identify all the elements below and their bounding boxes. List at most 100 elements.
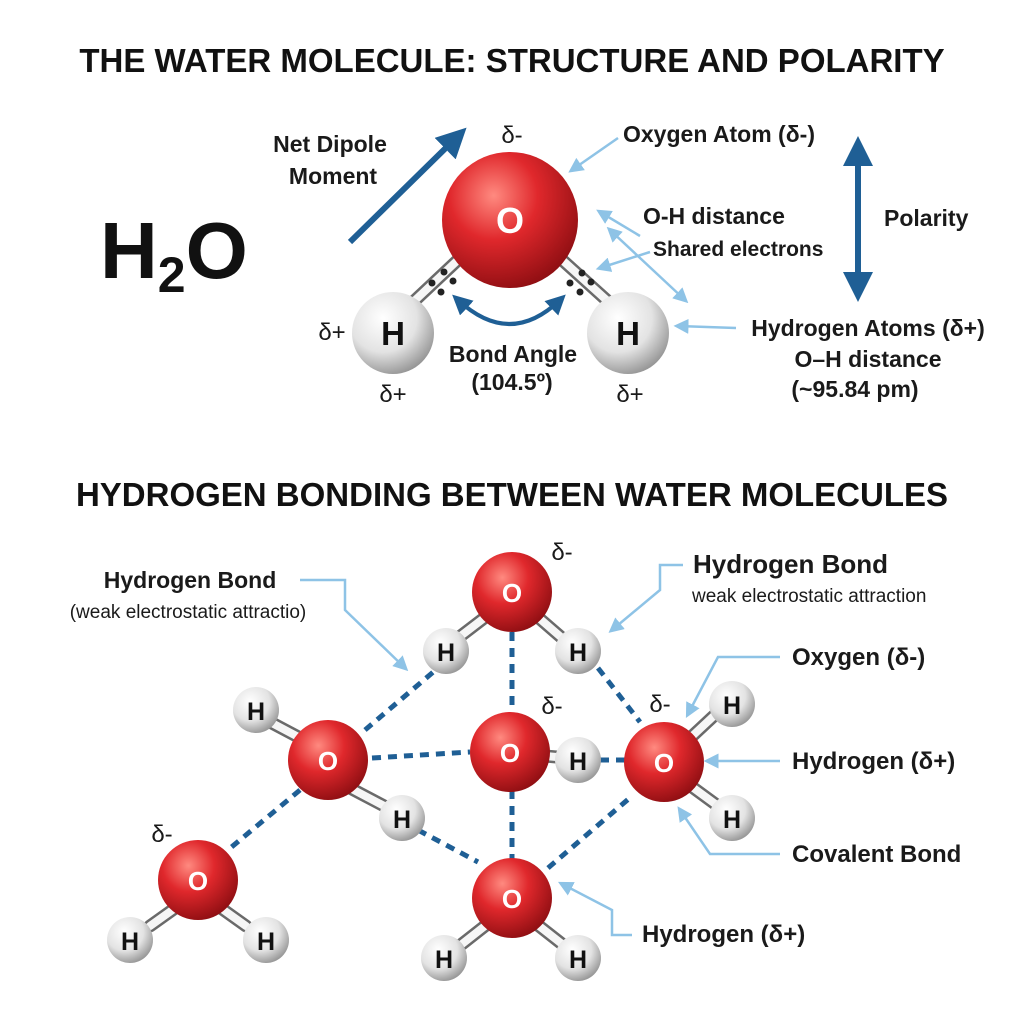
hbond-right-bottom [546, 794, 634, 870]
left-hbond-pointer [300, 578, 409, 672]
hydrogen-atom [107, 917, 153, 963]
delta-minus-oxygen: δ- [501, 122, 522, 149]
bond-angle-label-line1: Bond Angle [449, 341, 577, 367]
hbond-topH-left [363, 660, 447, 732]
oxygen-atom [472, 552, 552, 632]
hydrogen-atoms-label-line3: (~95.84 pm) [791, 376, 918, 402]
hydrogen-symbol: H [393, 806, 411, 834]
hbond-left-center [371, 749, 471, 761]
oxygen-symbol: O [188, 866, 208, 896]
oxygen-atom [288, 720, 368, 800]
polarity-label: Polarity [884, 205, 969, 231]
right-hbond-pointer [608, 563, 683, 633]
hydrogen-symbol: H [257, 928, 275, 956]
shared-electrons-label: Shared electrons [653, 238, 823, 261]
water-molecule-bottom-left: O H H δ- [107, 821, 289, 963]
hydrogen-atom-top-left [352, 292, 434, 374]
oxygen-atom-label: Oxygen Atom (δ-) [623, 121, 815, 147]
water-molecule-right: O H H δ- [624, 681, 755, 841]
hydrogen-bond-lines [226, 632, 642, 870]
formula-h: H [100, 206, 158, 295]
bond-angle-label-line2: (104.5º) [471, 369, 552, 395]
shared-electron-dots-right [566, 269, 595, 296]
hbond-leftH-bottom [416, 827, 480, 865]
water-molecule-bottom-center: O H H [421, 858, 601, 981]
oxygen-atom [472, 858, 552, 938]
top-title: THE WATER MOLECULE: STRUCTURE AND POLARI… [79, 42, 944, 79]
oxygen-pointer [685, 655, 780, 718]
h2o-formula: H2O [100, 206, 248, 303]
hydrogen-atom [233, 687, 279, 733]
oxygen-symbol: O [654, 748, 674, 778]
oxygen-atom-pointer [568, 136, 619, 173]
hydrogen-atom [379, 795, 425, 841]
hydrogen-atoms-pointer [673, 318, 737, 334]
hydrogen-atom [709, 795, 755, 841]
hydrogen-atom [423, 628, 469, 674]
net-dipole-label-line1: Net Dipole [273, 131, 387, 157]
hydrogen-atom [243, 917, 289, 963]
bond-length-pointer [606, 226, 689, 304]
net-dipole-arrow [347, 127, 467, 245]
covalent-bond-pointer [677, 806, 780, 856]
delta-plus-left: δ+ [318, 319, 345, 346]
oxygen-atom-top-symbol: O [496, 200, 524, 241]
net-dipole-label-line2: Moment [289, 163, 378, 189]
bond-angle-arc [452, 294, 566, 326]
hydrogen-symbol: H [247, 698, 265, 726]
covalent-bond-label: Covalent Bond [792, 841, 961, 868]
shared-electron-dots-left [428, 268, 457, 296]
oh-distance-label-top: O-H distance [643, 203, 785, 229]
hydrogen-symbol: H [723, 692, 741, 720]
hydrogen-atom [555, 935, 601, 981]
bottom-hydrogen-pointer [558, 881, 632, 937]
hydrogen-symbol: H [569, 946, 587, 974]
hbond-topH-right [596, 666, 642, 724]
delta-minus: δ- [649, 691, 670, 718]
hydrogen-label: Hydrogen (δ+) [792, 748, 955, 775]
hydrogen-atoms-label-line1: Hydrogen Atoms (δ+) [751, 315, 985, 341]
right-hbond-label-line1: Hydrogen Bond [693, 549, 888, 579]
oxygen-symbol: O [502, 578, 522, 608]
oxygen-symbol: O [318, 746, 338, 776]
water-molecule-center: O H δ- [470, 693, 601, 792]
oh-distance-pointer [596, 209, 641, 238]
hydrogen-symbol: H [569, 639, 587, 667]
left-hbond-label-line1: Hydrogen Bond [104, 567, 277, 593]
delta-minus: δ- [551, 539, 572, 566]
hydrogen-atom [709, 681, 755, 727]
delta-plus-right-bottom: δ+ [616, 381, 643, 408]
oxygen-symbol: O [500, 738, 520, 768]
bottom-title: HYDROGEN BONDING BETWEEN WATER MOLECULES [76, 476, 948, 513]
hydrogen-symbol: H [435, 946, 453, 974]
water-molecule-left: O H H [233, 687, 425, 841]
water-molecule-top: O H H δ- [423, 539, 601, 674]
delta-minus: δ- [541, 693, 562, 720]
delta-plus-left-bottom: δ+ [379, 381, 406, 408]
hydrogen-atom [421, 935, 467, 981]
hydrogen-symbol: H [723, 806, 741, 834]
hydrogen-symbol: H [121, 928, 139, 956]
oxygen-label: Oxygen (δ-) [792, 644, 925, 671]
hydrogen-symbol: H [569, 748, 587, 776]
hydrogen-atom [555, 628, 601, 674]
hydrogen-atom-top-left-symbol: H [381, 315, 405, 352]
oxygen-atom [158, 840, 238, 920]
oxygen-atom [624, 722, 704, 802]
right-hbond-label-line2: weak electrostatic attraction [691, 586, 926, 607]
oxygen-symbol: O [502, 884, 522, 914]
hbond-left-bottomleft [226, 788, 302, 852]
left-hbond-label-line2: (weak electrostatic attractio) [70, 602, 307, 623]
hydrogen-atom [555, 737, 601, 783]
hydrogen-atom-top-right-symbol: H [616, 315, 640, 352]
hydrogen-symbol: H [437, 639, 455, 667]
formula-subscript-2: 2 [158, 247, 186, 303]
hydrogen-atom-top-right [587, 292, 669, 374]
oxygen-atom [470, 712, 550, 792]
bottom-hydrogen-label: Hydrogen (δ+) [642, 921, 805, 948]
delta-minus: δ- [151, 821, 172, 848]
oxygen-atom-top [442, 152, 578, 288]
hydrogen-atoms-label-line2: O–H distance [795, 346, 942, 372]
formula-o: O [186, 206, 248, 295]
